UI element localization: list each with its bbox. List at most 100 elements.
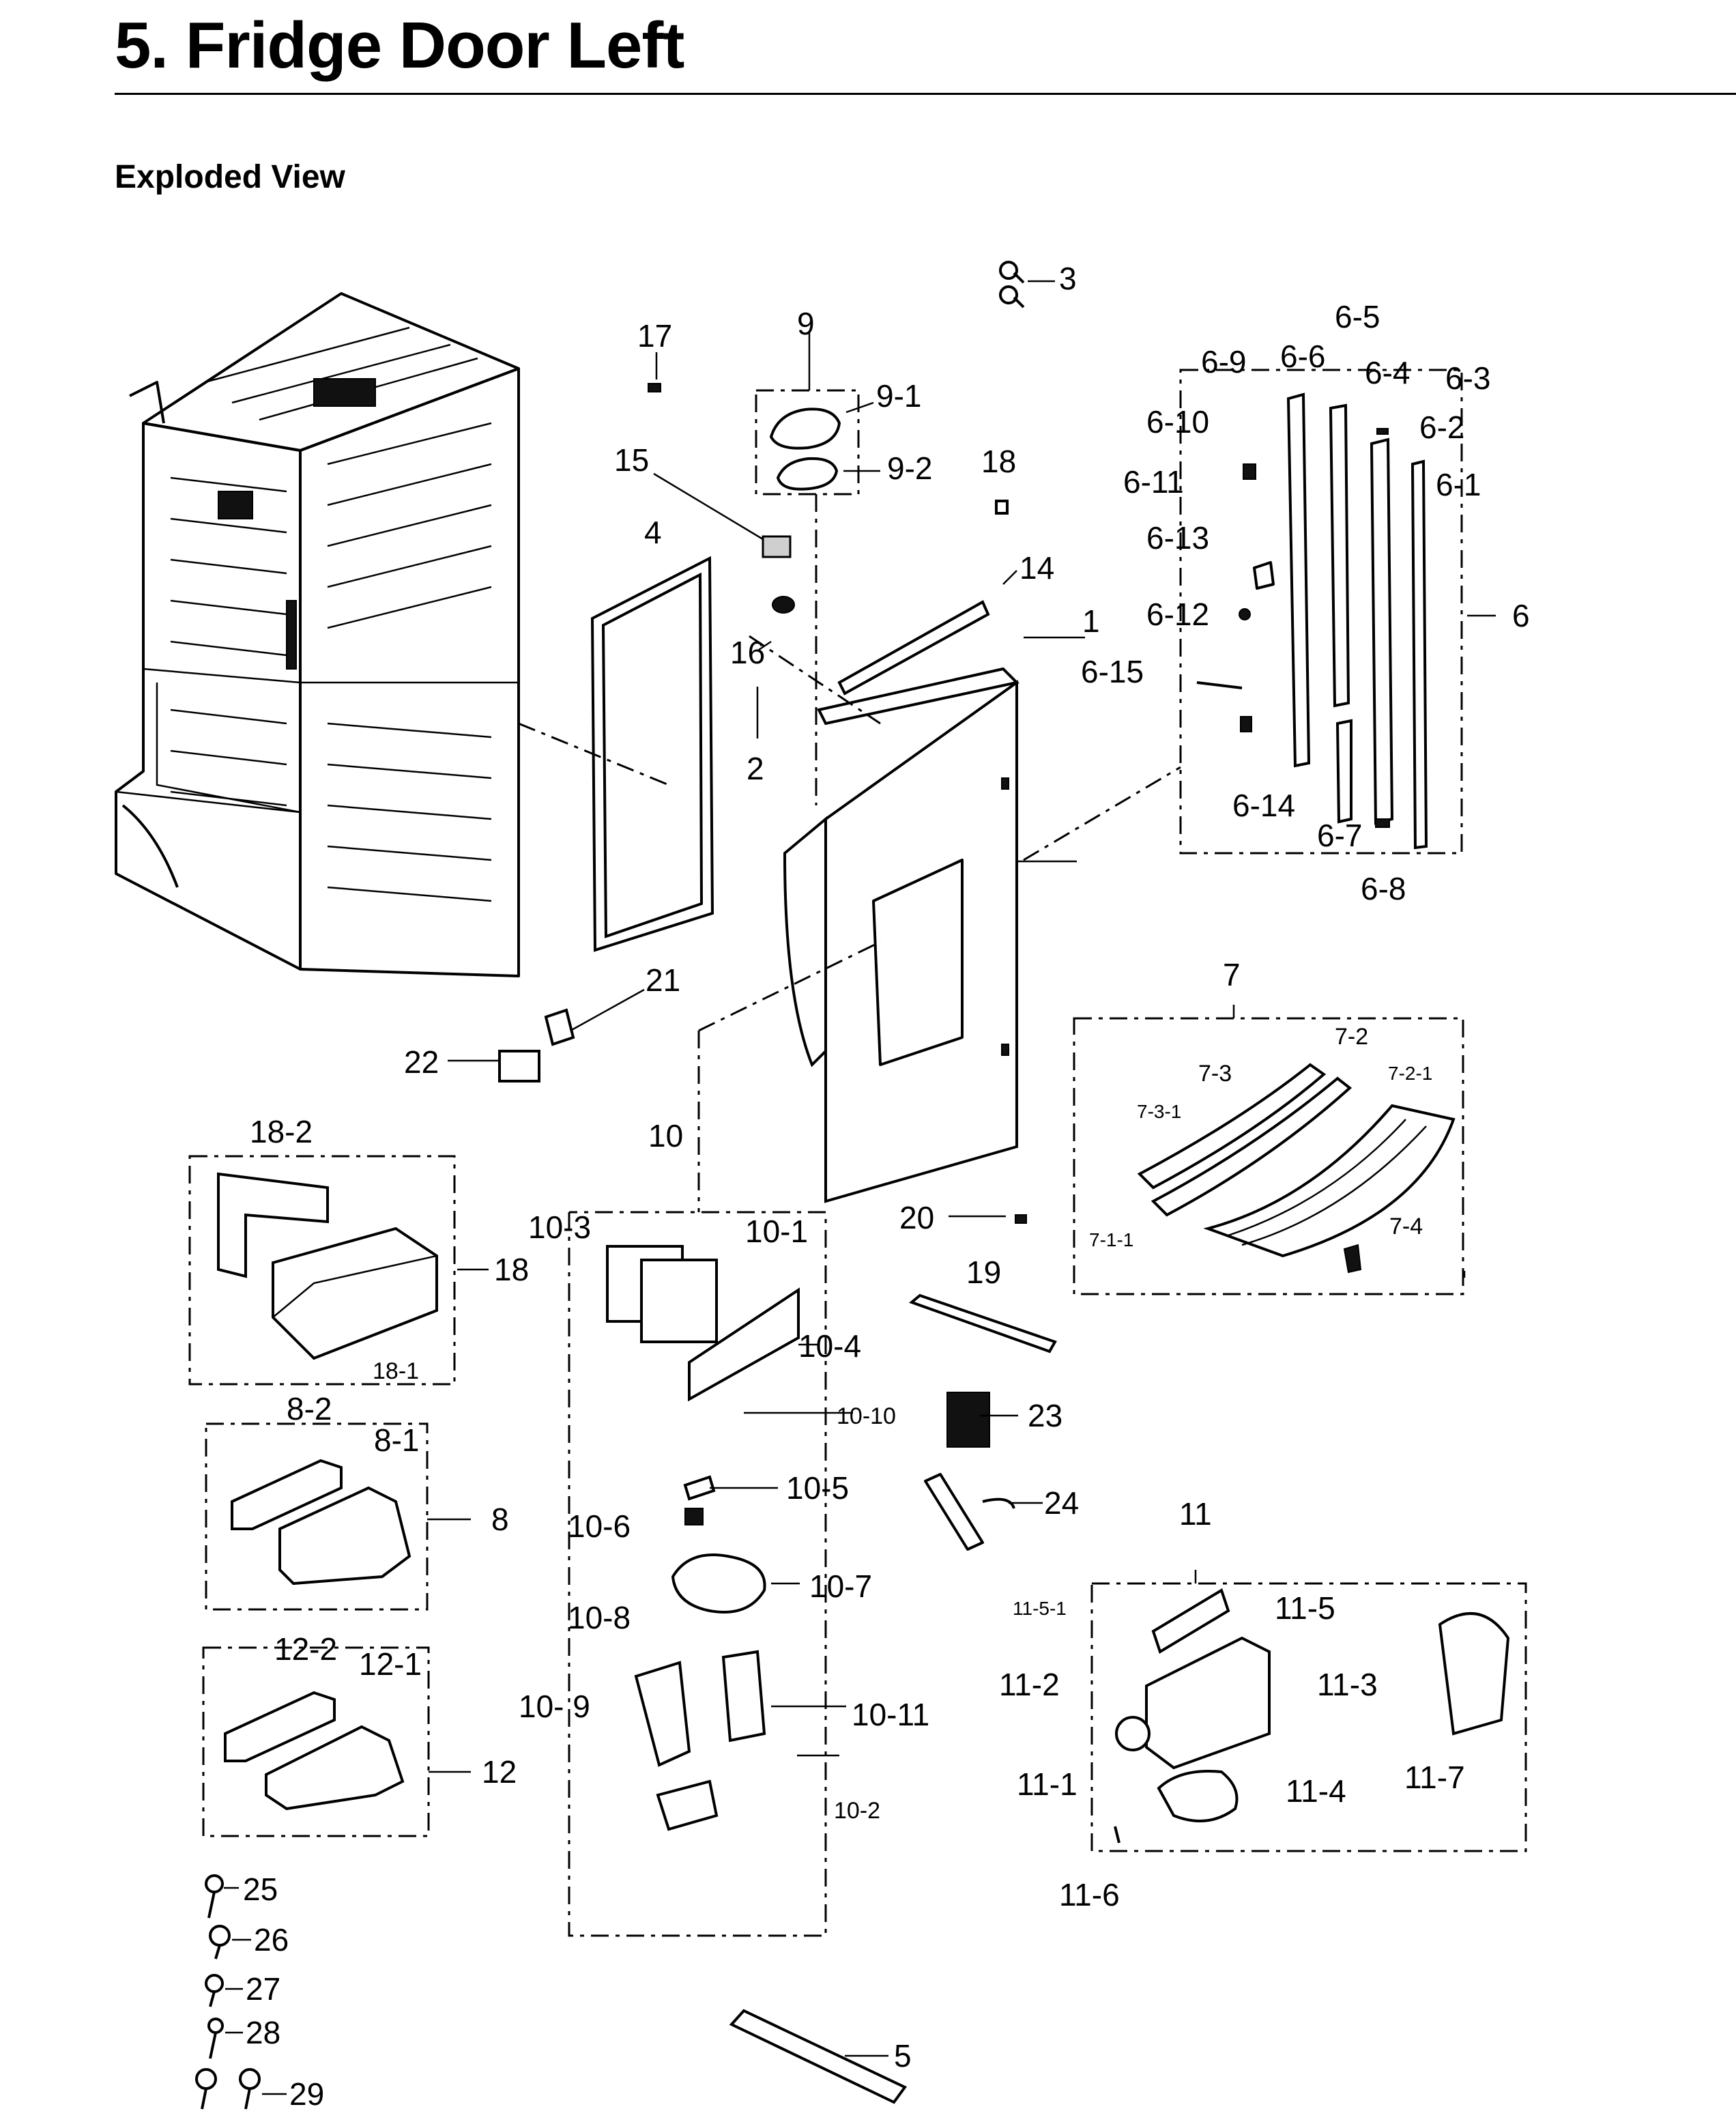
label-25: 25 [243, 1872, 278, 1907]
label-24: 24 [1044, 1485, 1079, 1521]
leader-lines [224, 280, 1496, 2095]
label-6-4: 6-4 [1365, 355, 1410, 390]
label-6-12: 6-12 [1146, 597, 1209, 632]
label-11-6: 11-6 [1059, 1877, 1120, 1912]
label-14: 14 [1019, 550, 1054, 586]
part-22 [498, 1050, 540, 1082]
label-21: 21 [646, 962, 680, 998]
label-26: 26 [254, 1922, 289, 1958]
label-6-13: 6-13 [1146, 520, 1209, 556]
label-6-8: 6-8 [1361, 871, 1406, 906]
label-10-11: 10-11 [852, 1697, 929, 1732]
label-1: 1 [1082, 603, 1100, 639]
label-20: 20 [899, 1200, 934, 1235]
label-6-10: 6-10 [1146, 404, 1209, 440]
part-15 [762, 535, 792, 558]
label-10-10: 10-10 [837, 1403, 896, 1429]
label-6-9: 6-9 [1201, 344, 1246, 379]
label-7-4: 7-4 [1389, 1214, 1423, 1239]
part-5 [729, 2009, 908, 2104]
part-6-group [1179, 369, 1463, 855]
label-11-2: 11-2 [999, 1667, 1060, 1702]
label-10-8: 10-8 [568, 1600, 631, 1635]
door-gasket [590, 556, 714, 952]
label-10-7: 10-7 [809, 1568, 872, 1604]
part-12-group [202, 1646, 430, 1837]
section-subtitle: Exploded View [115, 159, 345, 195]
cabinet-rib-lines [170, 326, 492, 902]
label-17: 17 [637, 318, 672, 354]
label-10-5: 10-5 [786, 1470, 849, 1506]
part-18-group [188, 1155, 456, 1386]
label-4: 4 [644, 515, 662, 550]
part-17 [648, 383, 661, 392]
alignment-lines [518, 494, 1181, 861]
label-5: 5 [894, 2038, 912, 2074]
part-11-group [1090, 1582, 1527, 1852]
label-11: 11 [1179, 1496, 1212, 1532]
screws-25-29 [195, 1874, 261, 2110]
label-10-9: 10- 9 [519, 1689, 590, 1724]
label-10-4: 10-4 [798, 1328, 861, 1364]
label-8-2: 8-2 [287, 1391, 332, 1426]
label-11-1: 11-1 [1017, 1766, 1077, 1802]
label-7-3-1: 7-3-1 [1137, 1101, 1181, 1122]
label-6-3: 6-3 [1445, 360, 1490, 396]
label-12-2: 12-2 [274, 1631, 337, 1667]
part-24 [924, 1473, 1015, 1551]
label-12: 12 [482, 1754, 517, 1790]
label-6-6: 6-6 [1280, 339, 1325, 374]
part-20 [1015, 1214, 1027, 1224]
label-23: 23 [1028, 1398, 1062, 1433]
label-18-lower: 18 [494, 1252, 529, 1287]
label-18-1: 18-1 [373, 1358, 419, 1384]
part-10-group [568, 941, 881, 1937]
label-6-1: 6-1 [1436, 467, 1481, 502]
label-6-14: 6-14 [1232, 788, 1295, 823]
label-6-11: 6-11 [1123, 464, 1184, 500]
label-11-5: 11-5 [1275, 1590, 1335, 1626]
label-16: 16 [730, 635, 765, 670]
door-assembly [783, 667, 1020, 1203]
part-18-small [995, 500, 1009, 515]
label-9: 9 [797, 306, 815, 341]
label-8: 8 [491, 1502, 509, 1537]
label-9-2: 9-2 [887, 450, 932, 486]
part-number-labels: 1 2 3 4 5 6 6-1 6-2 6-3 6-4 6-5 6-6 6-7 … [243, 261, 1530, 2112]
refrigerator-cabinet [115, 292, 520, 977]
label-11-5-1: 11-5-1 [1013, 1598, 1067, 1619]
part-8-group [205, 1422, 429, 1611]
label-19: 19 [966, 1254, 1001, 1290]
label-7: 7 [1223, 957, 1241, 992]
label-10-2: 10-2 [834, 1798, 880, 1824]
label-29: 29 [289, 2076, 324, 2112]
label-15: 15 [614, 442, 649, 478]
label-7-1-1: 7-1-1 [1089, 1229, 1133, 1250]
part-7-group [1073, 1017, 1464, 1295]
label-11-3: 11-3 [1317, 1667, 1378, 1702]
label-6: 6 [1512, 598, 1530, 633]
title-rule [115, 93, 1736, 95]
label-6-15: 6-15 [1081, 654, 1144, 689]
page-title: 5. Fridge Door Left [115, 9, 684, 82]
label-11-4: 11-4 [1286, 1773, 1346, 1809]
label-18-2: 18-2 [250, 1114, 313, 1149]
label-6-2: 6-2 [1419, 410, 1464, 445]
label-7-3: 7-3 [1198, 1061, 1232, 1087]
part-16 [772, 596, 795, 614]
label-7-2: 7-2 [1335, 1024, 1368, 1050]
part-21 [544, 1008, 575, 1046]
label-12-1: 12-1 [359, 1646, 422, 1682]
label-28: 28 [246, 2015, 280, 2050]
part-9-group [755, 389, 860, 496]
part-14 [837, 600, 990, 696]
label-11-7: 11-7 [1404, 1760, 1465, 1795]
label-10-6: 10-6 [568, 1508, 631, 1544]
label-18-upper: 18 [981, 444, 1016, 479]
label-8-1: 8-1 [374, 1422, 419, 1458]
label-6-5: 6-5 [1335, 299, 1380, 334]
label-9-1: 9-1 [876, 378, 921, 414]
label-27: 27 [246, 1971, 280, 2007]
label-6-7: 6-7 [1317, 818, 1362, 853]
